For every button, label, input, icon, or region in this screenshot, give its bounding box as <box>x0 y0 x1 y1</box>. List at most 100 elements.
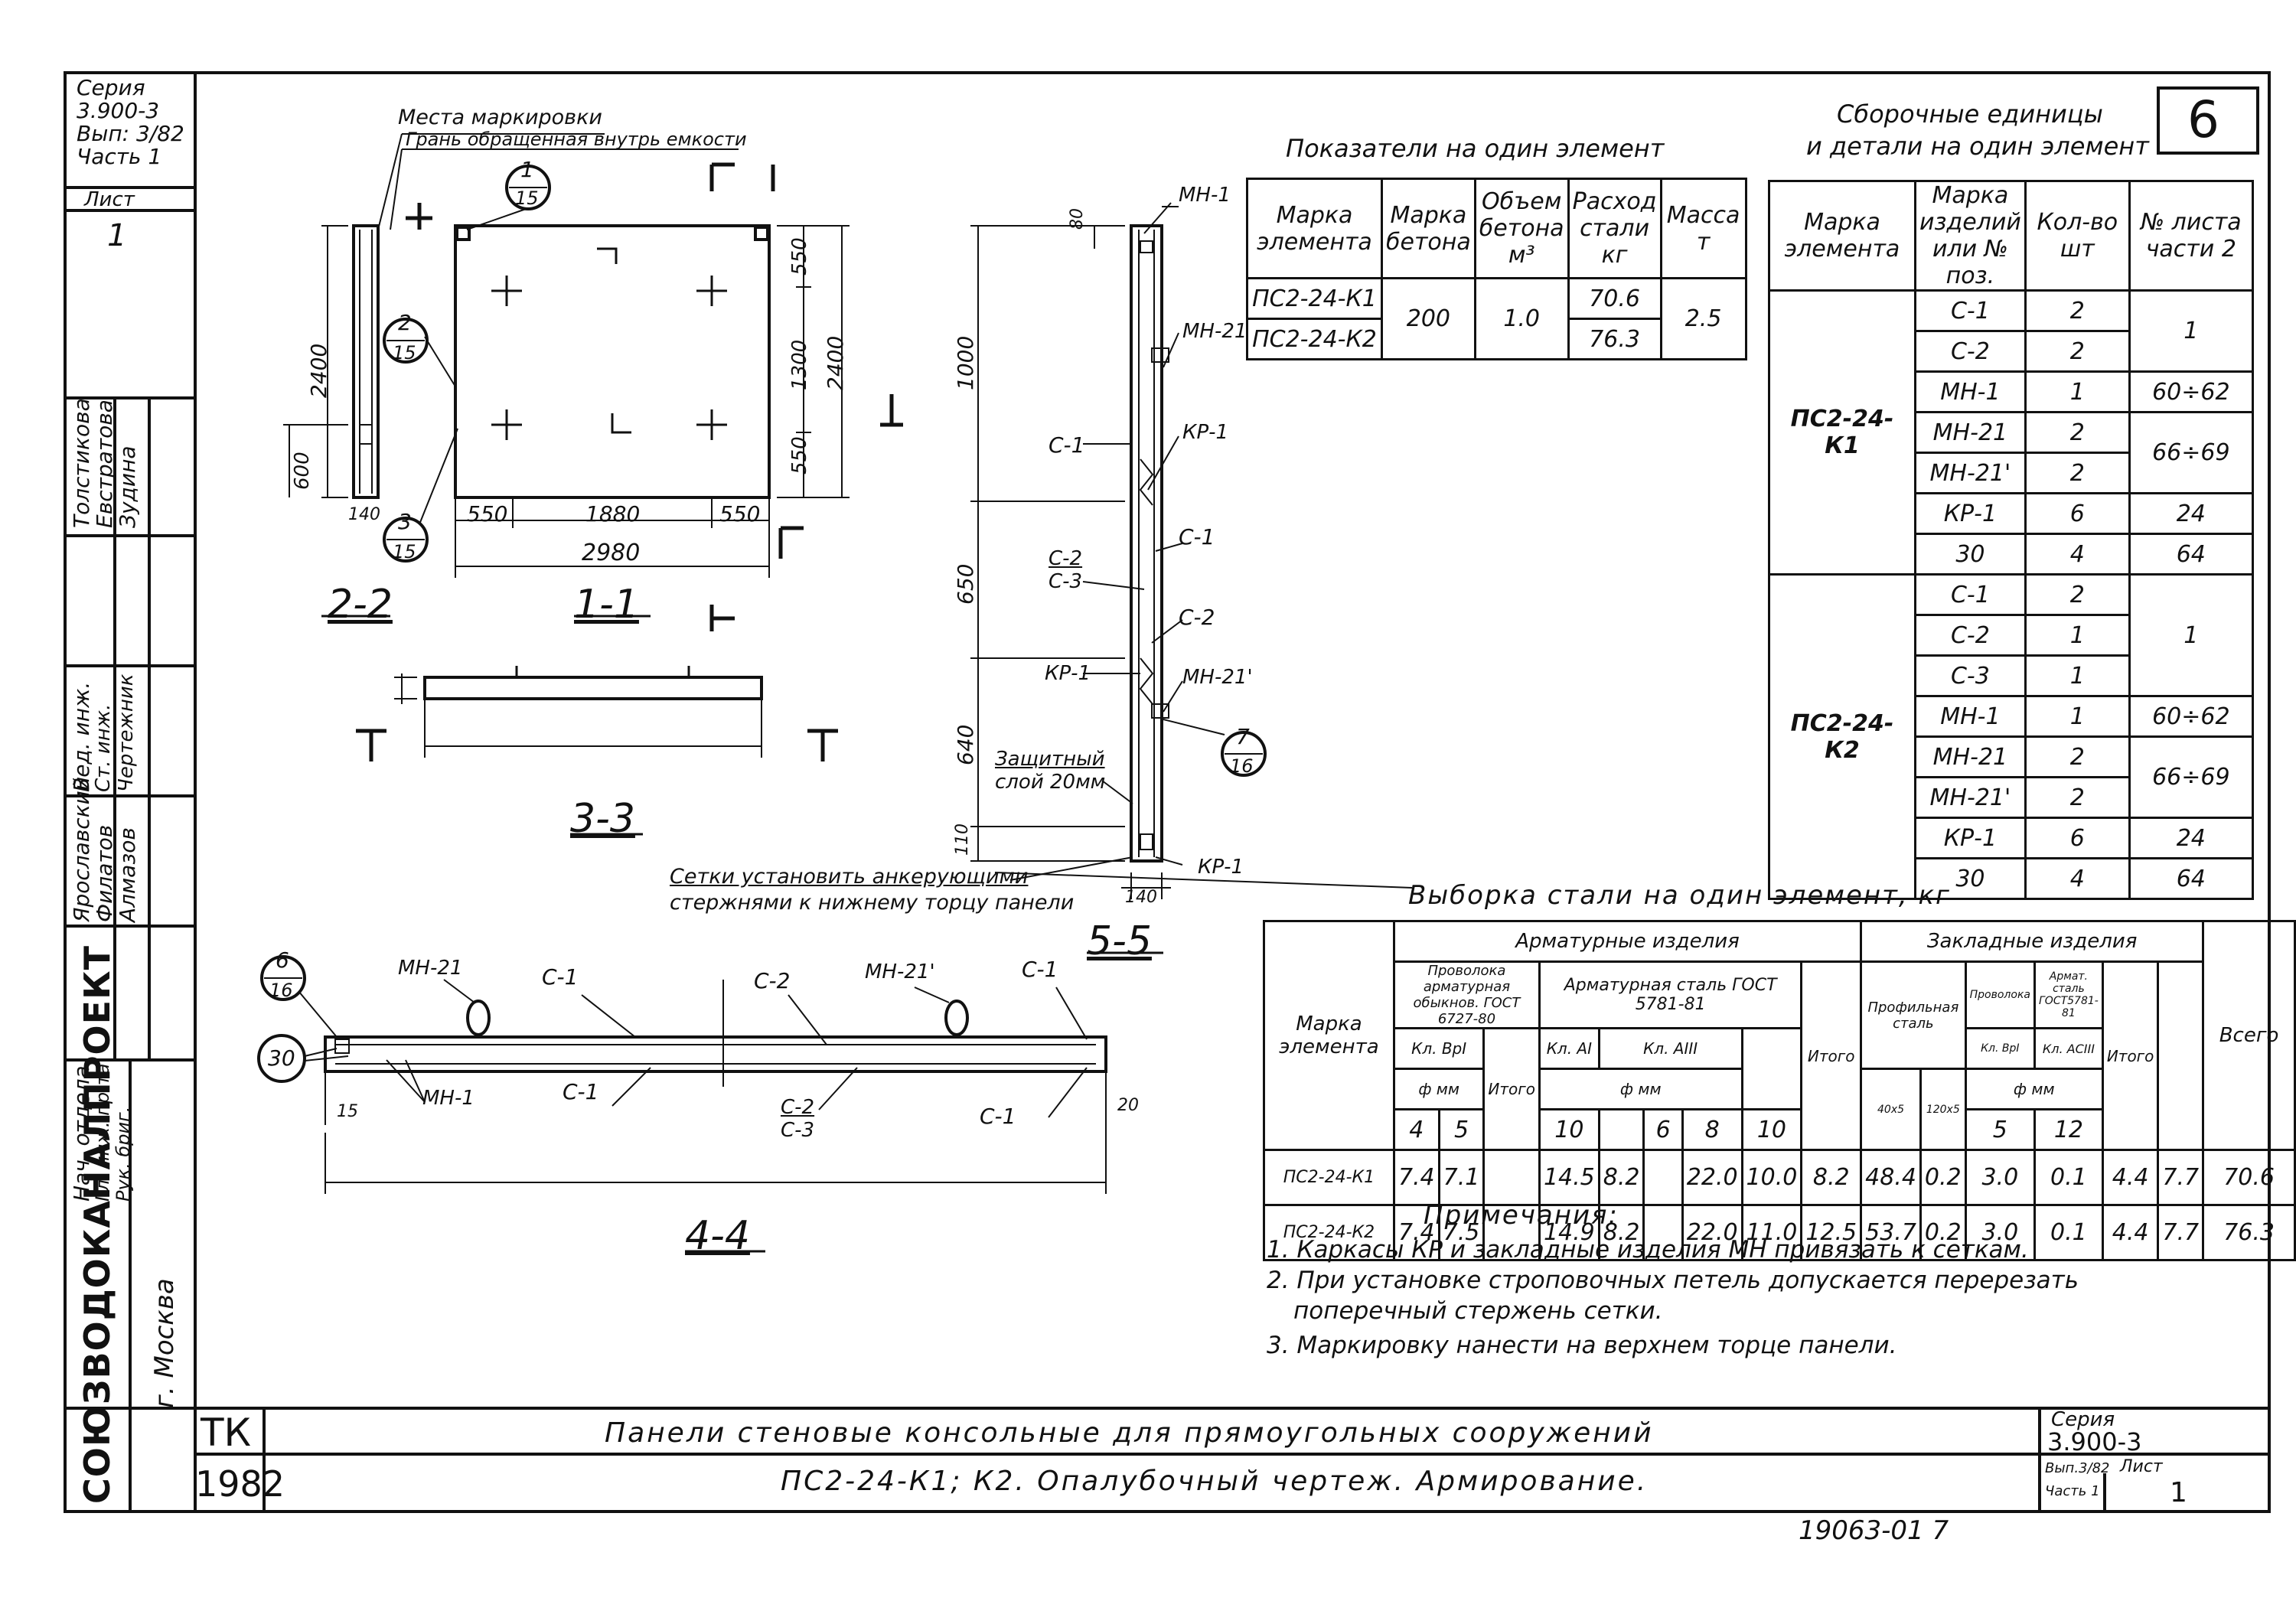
protective-layer-note: Защитный <box>995 748 1105 771</box>
table-cell: 0.2 <box>1919 1149 1967 1206</box>
header-cell: 10 <box>1740 1108 1803 1151</box>
dim-640: 640 <box>953 724 978 765</box>
table-cell: 24 <box>2128 492 2254 535</box>
table-cell: 0.1 <box>2033 1204 2104 1261</box>
note-item: 3. Маркировку нанести на верхнем торце п… <box>1267 1332 1897 1359</box>
header-cell: Кл. ВрI <box>1964 1027 2037 1070</box>
dim-600: 600 <box>291 452 314 490</box>
protective-layer-note-2: слой 20мм <box>995 771 1106 794</box>
dim-1000: 1000 <box>953 335 978 390</box>
callout-3-sheet: 15 <box>393 541 416 563</box>
sheet-number: 6 <box>2187 90 2219 149</box>
table-cell: 4.4 <box>2101 1204 2160 1261</box>
table-cell: 1 <box>2128 573 2254 697</box>
series-value: 3.900-3 <box>2047 1427 2142 1456</box>
label-kp-1: КР-1 <box>1045 662 1091 685</box>
stamp-sheet-number: 1 <box>107 218 127 253</box>
header-cell: Проволока <box>1964 960 2037 1029</box>
table-cell: 1 <box>2024 654 2131 697</box>
table-cell: С-2 <box>1914 614 2027 657</box>
note-item: 2. При установке строповочных петель доп… <box>1267 1267 2079 1294</box>
table-cell: 76.3 <box>1567 318 1662 360</box>
callout-7-sheet: 16 <box>1230 755 1254 777</box>
table-cell: 7.5 <box>1437 1204 1486 1261</box>
table-cell: 8.2 <box>1597 1204 1645 1261</box>
table-cell: МН-21 <box>1914 411 2027 454</box>
header-cell: № листа части 2 <box>2128 180 2254 292</box>
table-cell: 200 <box>1381 277 1476 360</box>
table-cell: 66÷69 <box>2128 735 2254 819</box>
header-cell: Масса т <box>1659 178 1747 279</box>
label-c-1: С-1 <box>1022 957 1058 982</box>
header-cell: 10 <box>1538 1108 1600 1151</box>
tk-label: ТК <box>201 1410 252 1455</box>
table-cell: С-3 <box>1914 654 2027 697</box>
table-cell: 2 <box>2024 573 2131 616</box>
table-cell: 4 <box>2024 533 2131 576</box>
view-3-3 <box>321 615 838 836</box>
header-cell: Кол-во шт <box>2024 180 2131 292</box>
mark-place-note: Места маркировки <box>398 106 602 129</box>
table-cell: 3.0 <box>1964 1204 2037 1261</box>
table-cell: 11.0 <box>1740 1204 1803 1261</box>
table-cell: 48.4 <box>1860 1149 1922 1206</box>
table-cell: 2 <box>2024 776 2131 819</box>
header-cell: 5 <box>1964 1108 2037 1151</box>
stamp-series: Серия 3.900-3 Вып: 3/82 Часть 1 <box>77 75 184 169</box>
header-cell: Закладные изделия <box>1860 920 2205 963</box>
view-1-1 <box>383 162 903 631</box>
table-cell: 64 <box>2128 533 2254 576</box>
label-mn-21: МН-21 <box>398 957 463 980</box>
label-mn-1: МН-1 <box>422 1087 475 1110</box>
table-cell: 30 <box>1914 857 2027 900</box>
spacer-cell <box>1482 1149 1541 1206</box>
callout-6: 6 <box>276 947 289 973</box>
element-mark: ПС2-24-К2 <box>1768 573 1916 900</box>
spacer-cell <box>1642 1204 1684 1261</box>
header-cell: Марка бетона <box>1381 178 1476 279</box>
view-5-5 <box>970 202 1267 954</box>
dim-2400: 2400 <box>306 343 331 398</box>
table-cell: МН-21' <box>1914 452 2027 494</box>
table-cell: КР-1 <box>1914 817 2027 859</box>
note-item: 1. Каркасы КР и закладные изделия МН при… <box>1267 1236 2029 1264</box>
table-cell: 76.3 <box>2202 1204 2296 1261</box>
label-c-2: С-2 <box>754 968 791 993</box>
stamp-org: СОЮЗВОДОКАНАЛПРОЕКТ <box>77 944 118 1504</box>
label-mn-21: МН-21 <box>1182 320 1247 343</box>
table-cell: 4.4 <box>2101 1149 2160 1206</box>
table-cell: 66÷69 <box>2128 411 2254 494</box>
table-cell: 2 <box>2024 452 2131 494</box>
doc-number: 19063-01 7 <box>1799 1515 1949 1546</box>
dim-2400-right: 2400 <box>823 335 848 390</box>
table-cell: ПС2-24-К2 <box>1263 1204 1395 1261</box>
header-cell: Проволока арматурная обыкнов. ГОСТ 6727-… <box>1392 960 1541 1029</box>
sheet-value: 1 <box>2170 1477 2187 1508</box>
spacer-cell <box>1642 1149 1684 1206</box>
part-label: Часть 1 <box>2045 1483 2100 1499</box>
stamp-role: Ст. инж. <box>92 703 115 792</box>
table-cell: ПС2-24-К2 <box>1246 318 1383 360</box>
header-cell: ф мм <box>1538 1068 1743 1110</box>
series-label: Серия <box>2051 1408 2115 1431</box>
table-cell: 22.0 <box>1681 1204 1743 1261</box>
header-cell: 120x5 <box>1919 1068 1967 1151</box>
table-cell: 10.0 <box>1740 1149 1803 1206</box>
table-cell: ПС2-24-К1 <box>1263 1149 1395 1206</box>
view-2-2 <box>283 133 739 499</box>
label-c-3: С-3 <box>781 1119 815 1142</box>
table-cell: С-1 <box>1914 573 2027 616</box>
table-cell: 7.4 <box>1392 1149 1440 1206</box>
table-cell: 60÷62 <box>2128 695 2254 738</box>
table-cell: 8.2 <box>1800 1149 1863 1206</box>
note-item: поперечный стержень сетки. <box>1293 1297 1663 1325</box>
table-cell: 1 <box>2128 289 2254 373</box>
table-cell: КР-1 <box>1914 492 2027 535</box>
table-cell: 2 <box>2024 330 2131 373</box>
table-cell: 14.9 <box>1538 1204 1600 1261</box>
table-cell: С-1 <box>1914 289 2027 332</box>
table-cell: 0.1 <box>2033 1149 2104 1206</box>
stamp-name: Алмазов <box>115 827 140 922</box>
face-inside-note: Грань обращенная внутрь емкости <box>406 129 747 150</box>
